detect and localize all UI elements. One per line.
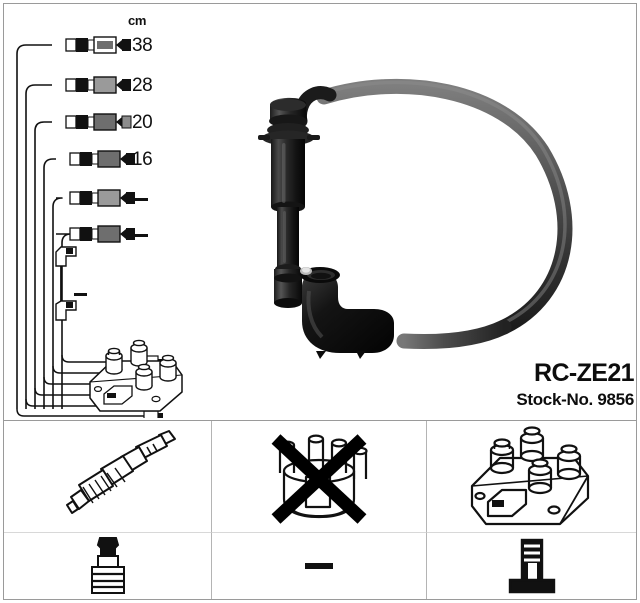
connector-row-4	[69, 150, 135, 168]
icon-grid	[4, 421, 636, 599]
connector-row-6	[69, 225, 135, 243]
panel-spark-plug-top	[4, 421, 211, 532]
ignition-coil-icon	[470, 426, 589, 526]
cable-set-schematic	[16, 36, 183, 418]
panel-ignition-coil-top	[426, 421, 636, 532]
length-value-5	[134, 198, 148, 201]
distributor-cap-icon	[271, 433, 368, 524]
spark-plug-icon	[65, 429, 176, 514]
dash-icon	[305, 563, 333, 569]
short-lead-dash	[74, 293, 87, 296]
cross-out-mark	[271, 433, 367, 524]
connector-row-5	[69, 189, 135, 207]
connector-row-3	[65, 113, 132, 131]
product-photo	[258, 78, 573, 359]
length-value-1: 38	[132, 35, 153, 56]
coil-boot	[258, 86, 337, 308]
spark-plug-boot-icon	[90, 537, 125, 594]
length-value-3: 20	[132, 112, 153, 133]
length-unit-header: cm	[128, 13, 147, 28]
panel-distributor-cap-top	[211, 421, 426, 532]
stock-number: Stock-No. 9856	[516, 390, 634, 409]
icon-grid-top-rule	[4, 420, 636, 421]
coil-terminal-icon	[508, 538, 555, 594]
connector-row-1	[65, 36, 131, 54]
length-value-6	[134, 234, 148, 237]
panel-distributor-cap-bottom	[211, 532, 426, 599]
length-value-4: 16	[132, 149, 153, 170]
part-number-block: RC-ZE21 Stock-No. 9856	[434, 360, 634, 410]
top-diagram-region: cm 38 28 20 16	[4, 4, 636, 418]
panel-spark-plug-bottom	[4, 532, 211, 599]
connector-row-2	[65, 76, 131, 94]
spark-plug-boot	[300, 267, 394, 359]
ignition-wire	[316, 78, 573, 335]
schematic-coil-pack	[89, 339, 183, 412]
length-column: cm	[128, 14, 176, 28]
panel-ignition-coil-bottom	[426, 532, 636, 599]
short-connector-lead	[55, 246, 77, 321]
length-value-2: 28	[132, 75, 153, 96]
product-code: RC-ZE21	[534, 359, 635, 387]
